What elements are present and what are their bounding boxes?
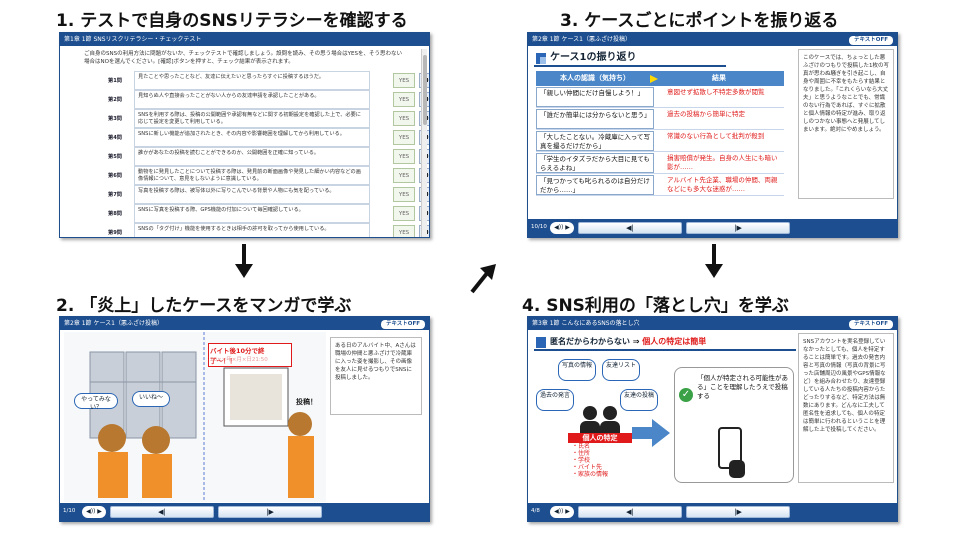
window-titlebar: 第2章 1節 ケース1（悪ふざけ投稿）テキストOFF bbox=[60, 317, 429, 330]
scrollbar-thumb[interactable] bbox=[423, 55, 427, 125]
smartphone-icon bbox=[718, 427, 745, 478]
text-off-toggle[interactable]: テキストOFF bbox=[848, 36, 893, 45]
next-button[interactable]: |▶ bbox=[686, 222, 790, 234]
page-title: ケース1の振り返り bbox=[534, 51, 726, 67]
next-button[interactable]: |▶ bbox=[218, 506, 322, 518]
audio-button[interactable]: ◀)) ▶ bbox=[550, 506, 574, 518]
table-row: 第2問見知らぬ人や直接会ったことがない人からの友達申請を承認したことがある。YE… bbox=[108, 90, 429, 110]
table-header: 本人の認識（気持ち） 結果 bbox=[536, 71, 784, 86]
table-row: 「見つかっても叱られるのは自分だけだから……」アルバイト先企業、職場の仲間、両親… bbox=[536, 174, 784, 196]
text-off-toggle[interactable]: テキストOFF bbox=[380, 320, 425, 329]
window-titlebar: 第1章 1節 SNSリスクリテラシー・チェックテスト bbox=[60, 33, 429, 46]
yes-button[interactable]: YES bbox=[393, 168, 415, 183]
yes-button[interactable]: YES bbox=[393, 225, 415, 237]
identify-label: 個人の特定 bbox=[568, 433, 632, 443]
table-row: 「親しい仲間にだけ自慢しよう！」意図せず拡散し不特定多数が閲覧 bbox=[536, 86, 784, 108]
yes-button[interactable]: YES bbox=[393, 130, 415, 145]
info-bubble: 過去の発言 bbox=[536, 389, 574, 411]
arrow-right-icon bbox=[650, 75, 658, 83]
audio-button[interactable]: ◀)) ▶ bbox=[550, 222, 574, 234]
info-bubble: 写真の情報 bbox=[558, 359, 596, 381]
table-row: 第6問動物をに発見したことについて投稿する際は、発見前の断面画像や発見した細かい… bbox=[108, 166, 429, 186]
info-bubble: 友達の投稿 bbox=[620, 389, 658, 411]
review-table: 本人の認識（気持ち） 結果 「親しい仲間にだけ自慢しよう！」意図せず拡散し不特定… bbox=[536, 71, 784, 196]
step1-heading: 1. テストで自身のSNSリテラシーを確認する bbox=[56, 11, 408, 31]
prev-button[interactable]: ◀| bbox=[110, 506, 214, 518]
arrow-down-icon bbox=[705, 244, 723, 278]
advice-text: 「個人が特定される可能性がある」ことを理解したうえで投稿する bbox=[697, 374, 788, 400]
step2-heading: 2. 「炎上」したケースをマンガで学ぶ bbox=[56, 296, 352, 316]
table-row: 「大したことない。冷蔵庫に入って写真を撮るだけだから」常識のない行為として批判が… bbox=[536, 130, 784, 152]
text-off-toggle[interactable]: テキストOFF bbox=[848, 320, 893, 329]
post-label: 投稿！ bbox=[296, 398, 317, 406]
arrow-right-icon bbox=[632, 419, 670, 447]
arrow-down-icon bbox=[235, 244, 253, 278]
yes-button[interactable]: YES bbox=[393, 206, 415, 221]
window-titlebar: 第3章 1節 こんなにあるSNSの落とし穴テキストOFF bbox=[528, 317, 897, 330]
player-bar: 1/10 ◀)) ▶ ◀| |▶ bbox=[60, 503, 429, 521]
table-row: 第1問見たことや思ったことなど、友達に伝えたいと思ったらすぐに投稿するほうだ。Y… bbox=[108, 71, 429, 91]
narration-box: このケースでは、ちょっとした悪ふざけのつもりで投稿した1枚の写真が思わぬ騒ぎを引… bbox=[798, 49, 894, 199]
table-row: 第5問誰かがあなたの投稿を読むことができるのか、公開範囲を正確に知っている。YE… bbox=[108, 147, 429, 167]
narration-box: ある日のアルバイト中、Aさんは職場の仲間と悪ふざけで冷蔵庫に入った姿を撮影し、そ… bbox=[330, 337, 422, 415]
yes-button[interactable]: YES bbox=[393, 73, 415, 88]
arrow-up-right-icon bbox=[470, 264, 496, 294]
page-counter: 1/10 bbox=[63, 508, 76, 514]
table-row: 第7問写真を投稿する際は、被写体以外に写りこんでいる背景や人物にも気を配っている… bbox=[108, 185, 429, 205]
narration-box: SNSアカウントを実名登録していなかったとしても、個人を特定することは簡単です。… bbox=[798, 333, 894, 483]
player-bar: 10/10 ◀)) ▶ ◀| |▶ bbox=[528, 219, 897, 237]
page-counter: 10/10 bbox=[531, 224, 547, 230]
check-icon: ✓ bbox=[679, 388, 693, 402]
player-bar: 4/8 ◀)) ▶ ◀| |▶ bbox=[528, 503, 897, 521]
page-title: 匿名だからわからない ⇒ 個人の特定は簡単 bbox=[534, 335, 796, 351]
screenshot-checklist: 第1章 1節 SNSリスクリテラシー・チェックテスト ご自身のSNSの利用方法に… bbox=[59, 32, 430, 238]
table-row: 「誰だか簡単には分からないと思う」過去の投稿から簡単に特定 bbox=[536, 108, 784, 130]
prev-button[interactable]: ◀| bbox=[578, 222, 682, 234]
window-titlebar: 第2章 1節 ケース1（悪ふざけ投稿）テキストOFF bbox=[528, 33, 897, 46]
photo-caption: バイト後10分で終了〜！！ bbox=[208, 343, 292, 367]
checklist-table: 第1問見たことや思ったことなど、友達に伝えたいと思ったらすぐに投稿するほうだ。Y… bbox=[60, 71, 429, 237]
audio-button[interactable]: ◀)) ▶ bbox=[82, 506, 106, 518]
info-bubble: 友達リスト bbox=[602, 359, 640, 381]
yes-button[interactable]: YES bbox=[393, 187, 415, 202]
speech-bubble: いいね〜 bbox=[132, 391, 170, 407]
yes-button[interactable]: YES bbox=[393, 111, 415, 126]
prev-button[interactable]: ◀| bbox=[578, 506, 682, 518]
photo-date: 20××年×月×日21:50 bbox=[210, 357, 268, 363]
speech-bubble: やってみない？ bbox=[74, 393, 118, 411]
checklist-intro: ご自身のSNSの利用方法に問題がないか、チェックテストで確認しましょう。設問を読… bbox=[84, 51, 402, 65]
page-counter: 4/8 bbox=[531, 508, 540, 514]
scrollbar[interactable] bbox=[421, 49, 427, 237]
next-button[interactable]: |▶ bbox=[686, 506, 790, 518]
yes-button[interactable]: YES bbox=[393, 149, 415, 164]
step4-heading: 4. SNS利用の「落とし穴」を学ぶ bbox=[522, 296, 789, 316]
advice-card: ✓ 「個人が特定される可能性がある」ことを理解したうえで投稿する bbox=[674, 367, 794, 483]
step3-heading: 3. ケースごとにポイントを振り返る bbox=[560, 11, 839, 31]
screenshot-sns-pitfalls: 第3章 1節 こんなにあるSNSの落とし穴テキストOFF 匿名だからわからない … bbox=[527, 316, 898, 522]
identify-list: ・氏名・住所・学校・バイト先・家族の情報 bbox=[572, 443, 632, 478]
table-row: 「学生のイタズラだから大目に見てもらえるよね」損害賠償が発生。自身の人生にも暗い… bbox=[536, 152, 784, 174]
screenshot-case-review: 第2章 1節 ケース1（悪ふざけ投稿）テキストOFF ケース1の振り返り 本人の… bbox=[527, 32, 898, 238]
yes-button[interactable]: YES bbox=[393, 92, 415, 107]
screenshot-manga: 第2章 1節 ケース1（悪ふざけ投稿）テキストOFF やってみない？ いいね〜 … bbox=[59, 316, 430, 522]
